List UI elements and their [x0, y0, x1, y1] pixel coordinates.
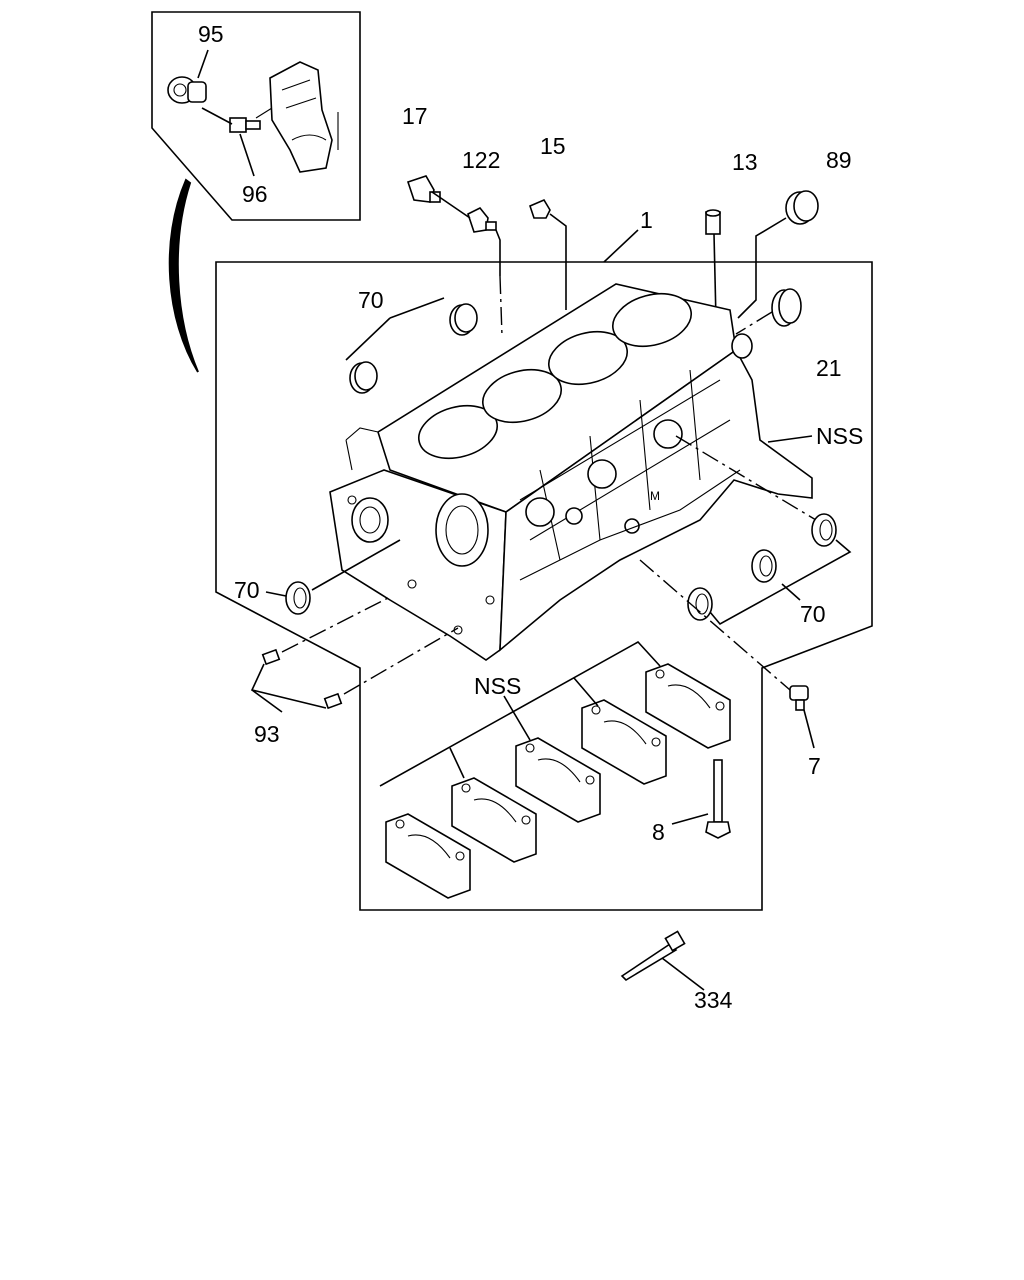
part-122-plug: [467, 206, 497, 233]
callout-95: 95: [198, 21, 224, 47]
callout-nss-right: NSS: [816, 423, 863, 449]
part-70-ring-right-a: [811, 513, 837, 547]
leader-1: [603, 229, 639, 263]
leader-7: [803, 709, 815, 749]
axis-93-b: [343, 627, 459, 695]
cylinder-block: M: [329, 283, 813, 661]
bearing-cap-3: [515, 737, 601, 823]
leader-93: [250, 663, 327, 713]
leader-95: [197, 49, 209, 79]
callout-nss-caps: NSS: [474, 673, 521, 699]
leader-96: [239, 133, 255, 177]
axis-70-right: [675, 435, 817, 521]
callout-70-top: 70: [358, 287, 384, 313]
callout-8: 8: [652, 819, 665, 845]
axis-93-a: [281, 597, 389, 653]
leader-13: [713, 233, 717, 321]
oil-filter-housing: [269, 61, 339, 173]
leader-70-left: [265, 539, 401, 597]
axis-21: [735, 311, 773, 335]
part-93-dowel-a: [261, 648, 281, 666]
leader-95b: [201, 107, 233, 125]
leader-17: [431, 191, 501, 276]
bearing-caps: [385, 663, 731, 899]
callout-17: 17: [402, 103, 428, 129]
axis-122: [499, 275, 503, 337]
callout-70-right: 70: [800, 601, 826, 627]
callout-122: 122: [462, 147, 500, 173]
callout-7: 7: [808, 753, 821, 779]
part-21-plug: [771, 288, 802, 327]
part-7-bolt: [789, 685, 809, 711]
part-17-switch: [406, 175, 441, 203]
callout-70-left: 70: [234, 577, 260, 603]
leader-8: [671, 813, 709, 825]
callout-13: 13: [732, 149, 758, 175]
bearing-cap-1: [385, 813, 471, 899]
part-13-dowel: [705, 209, 721, 235]
bearing-cap-4: [581, 699, 667, 785]
part-8-bolt: [705, 759, 731, 839]
part-70-ring-right-b: [751, 549, 777, 583]
leader-70-top: [345, 297, 445, 361]
callout-96: 96: [242, 181, 268, 207]
leader-334: [661, 957, 705, 991]
part-96-fitting: [229, 107, 273, 133]
callout-21: 21: [816, 355, 842, 381]
axis-7: [639, 559, 791, 691]
callout-93: 93: [254, 721, 280, 747]
callout-334: 334: [694, 987, 733, 1013]
leader-nss-right: [767, 435, 813, 443]
bearing-cap-5: [645, 663, 731, 749]
leader-15: [549, 213, 567, 310]
callout-89: 89: [826, 147, 852, 173]
part-334-cable-tie: [620, 930, 686, 982]
callout-1: 1: [640, 207, 653, 233]
callout-15: 15: [540, 133, 566, 159]
part-70-ring-right-c: [687, 587, 713, 621]
block-frame: [215, 261, 873, 911]
part-89-plug: [785, 190, 819, 225]
inset-pointer-arc: [168, 178, 199, 373]
part-70-plug-b: [349, 361, 378, 394]
leader-nss-caps: [379, 640, 661, 787]
part-70-plug-a: [449, 303, 478, 336]
part-95-sensor: [167, 76, 207, 104]
part-15-plug: [529, 198, 551, 219]
leader-89: [737, 217, 787, 319]
inset-frame: [151, 11, 361, 221]
bearing-cap-2: [451, 777, 537, 863]
part-70-ring-left: [285, 581, 311, 615]
part-93-dowel-b: [323, 692, 343, 710]
svg-text:M: M: [650, 489, 660, 503]
leader-70-right: [709, 539, 852, 626]
